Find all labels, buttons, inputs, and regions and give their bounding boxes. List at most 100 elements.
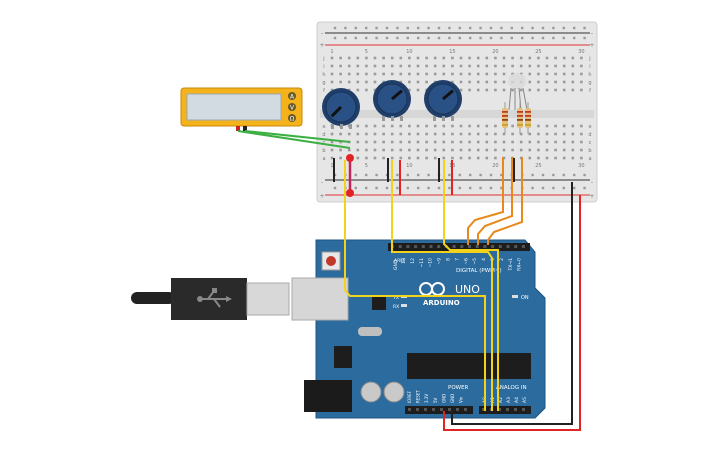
digital-header[interactable]: [388, 243, 530, 251]
arduino-brand-label: ARDUINO: [423, 299, 460, 307]
power-header[interactable]: [405, 406, 473, 414]
digital-pin-label: RX←0: [517, 258, 523, 271]
breadboard[interactable]: -+-+-+-+jjiihhggffeeddccbbaa115510101515…: [316, 21, 598, 203]
row-letter: g: [588, 80, 591, 86]
digital-pwm-label: DIGITAL (PWM~): [456, 268, 502, 274]
column-number: 5: [365, 163, 368, 169]
wire-green-1[interactable]: [237, 130, 351, 149]
digital-pin-label: TX→1: [508, 258, 514, 272]
column-number: 30: [578, 49, 584, 55]
wire-yellow-pot3[interactable]: [443, 160, 499, 411]
wire-orange-2[interactable]: [477, 157, 513, 245]
multimeter-mode-v-button[interactable]: [288, 103, 296, 111]
analog-in-label: ANALOG IN: [496, 385, 527, 391]
row-letter: g: [322, 80, 325, 86]
rail-plus-label: +: [589, 193, 594, 200]
power-pin-label: RESET: [416, 390, 421, 403]
column-number: 25: [535, 49, 541, 55]
wire-green-2[interactable]: [244, 130, 351, 143]
analog-pin-label: A3: [506, 397, 512, 403]
power-pin-label: GND: [441, 394, 446, 403]
column-number: 15: [449, 49, 455, 55]
wire-red-5v[interactable]: [443, 195, 581, 431]
row-letter: j: [322, 56, 324, 62]
column-number: 20: [492, 49, 498, 55]
potentiometer[interactable]: [373, 80, 411, 121]
digital-pin-label: ~6: [463, 258, 469, 265]
wire-orange-1[interactable]: [467, 157, 504, 245]
multimeter-probe-black[interactable]: [243, 126, 247, 131]
wire-yellow-pot2[interactable]: [391, 160, 493, 411]
potentiometer[interactable]: [322, 88, 360, 129]
rail-minus-label: -: [591, 179, 593, 186]
multimeter[interactable]: A V Ω: [180, 87, 303, 131]
row-letter: h: [588, 72, 591, 78]
column-number: 10: [406, 163, 412, 169]
rail-plus-label: +: [319, 42, 324, 49]
power-pin-label: Vin: [459, 396, 464, 403]
analog-pin-label: A5: [522, 397, 528, 403]
row-letter: e: [322, 124, 325, 130]
digital-pin-label: 8: [446, 258, 452, 261]
multimeter-mode-ohm-label: Ω: [290, 116, 295, 123]
analog-pin-label: A2: [498, 397, 504, 403]
row-letter: e: [588, 124, 591, 130]
row-letter: j: [588, 56, 590, 62]
rail-minus-label: -: [321, 179, 323, 186]
wire-yellow-pot1[interactable]: [344, 160, 486, 411]
gnd-label: GND: [393, 259, 399, 270]
row-letter: c: [589, 140, 592, 146]
analog-header[interactable]: [479, 406, 531, 414]
digital-pin-label: ~11: [419, 258, 425, 268]
row-letter: h: [322, 72, 325, 78]
rail-minus-label: -: [321, 30, 323, 37]
multimeter-mode-a-button[interactable]: [288, 92, 296, 100]
digital-pin-label: 7: [454, 258, 460, 261]
power-pin-label: GND: [450, 394, 455, 403]
digital-pin-label: 4: [481, 258, 487, 261]
power-pin-label: IOREF: [407, 390, 412, 403]
column-number: 1: [330, 163, 333, 169]
usb-icon: [197, 288, 232, 308]
resistor[interactable]: [525, 102, 531, 134]
column-number: 1: [330, 49, 333, 55]
row-letter: d: [588, 132, 591, 138]
row-letter: i: [323, 64, 324, 70]
digital-pin-label: ~9: [437, 258, 443, 265]
row-letter: c: [323, 140, 326, 146]
rail-plus-label: +: [319, 193, 324, 200]
column-number: 30: [578, 163, 584, 169]
rx-led-label: RX: [393, 304, 399, 310]
column-number: 5: [365, 49, 368, 55]
digital-pin-label: ~10: [428, 258, 434, 268]
row-letter: i: [589, 64, 590, 70]
rgb-led[interactable]: [508, 73, 528, 111]
power-jack: [304, 380, 352, 412]
digital-pin-label: ~5: [472, 258, 478, 265]
resistor[interactable]: [502, 102, 508, 134]
row-letter: b: [588, 148, 591, 154]
column-number: 10: [406, 49, 412, 55]
column-number: 25: [535, 163, 541, 169]
power-pin-label: 3.3V: [424, 394, 429, 403]
arduino-model-label: UNO: [455, 283, 480, 296]
multimeter-mode-ohm-button[interactable]: [288, 114, 296, 122]
row-letter: a: [588, 156, 591, 162]
resistor[interactable]: [517, 102, 523, 134]
rail-plus-label: +: [589, 42, 594, 49]
atmega-chip: [407, 353, 531, 379]
row-letter: a: [322, 156, 325, 162]
row-letter: b: [322, 148, 325, 154]
wires: [237, 130, 581, 431]
digital-pin-label: 2: [499, 258, 505, 261]
multimeter-probe-red[interactable]: [236, 126, 240, 131]
usb-port: [291, 277, 349, 321]
wire-orange-3[interactable]: [487, 157, 523, 245]
wire-black-gnd[interactable]: [451, 182, 573, 425]
row-letter: f: [589, 88, 591, 94]
potentiometer[interactable]: [424, 80, 462, 121]
usb-cable[interactable]: [131, 278, 290, 320]
